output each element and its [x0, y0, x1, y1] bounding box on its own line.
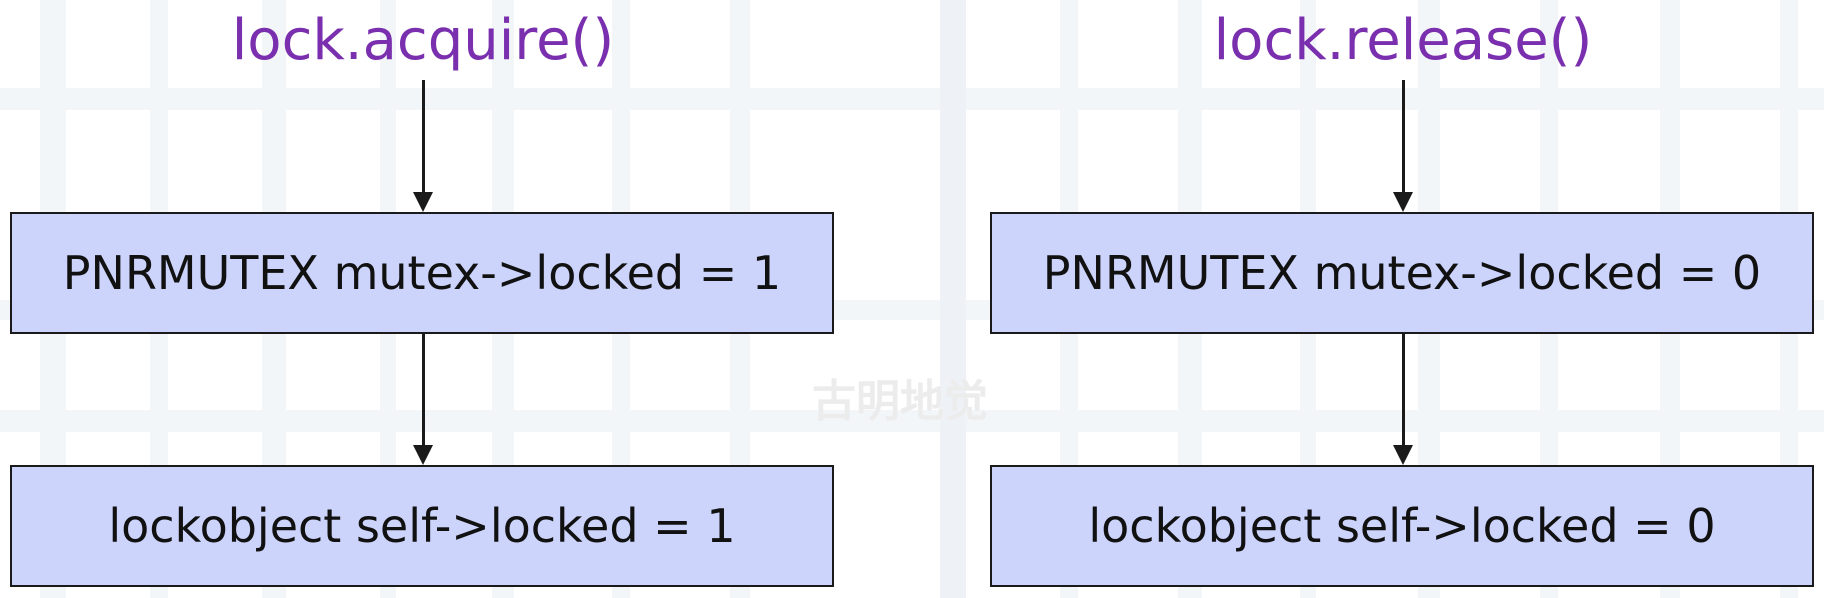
acquire-arrow-bottom — [413, 334, 433, 465]
acquire-mutex-box: PNRMUTEX mutex->locked = 1 — [10, 212, 834, 334]
watermark: 古明地觉 — [812, 376, 988, 427]
release-arrow-bottom — [1393, 334, 1413, 465]
release-mutex-box: PNRMUTEX mutex->locked = 0 — [990, 212, 1814, 334]
release-lockobject-box: lockobject self->locked = 0 — [990, 465, 1814, 587]
release-title: lock.release() — [1213, 8, 1593, 73]
release-arrow-top — [1393, 80, 1413, 212]
acquire-title: lock.acquire() — [231, 8, 615, 73]
acquire-arrow-top — [413, 80, 433, 212]
acquire-lockobject-box: lockobject self->locked = 1 — [10, 465, 834, 587]
